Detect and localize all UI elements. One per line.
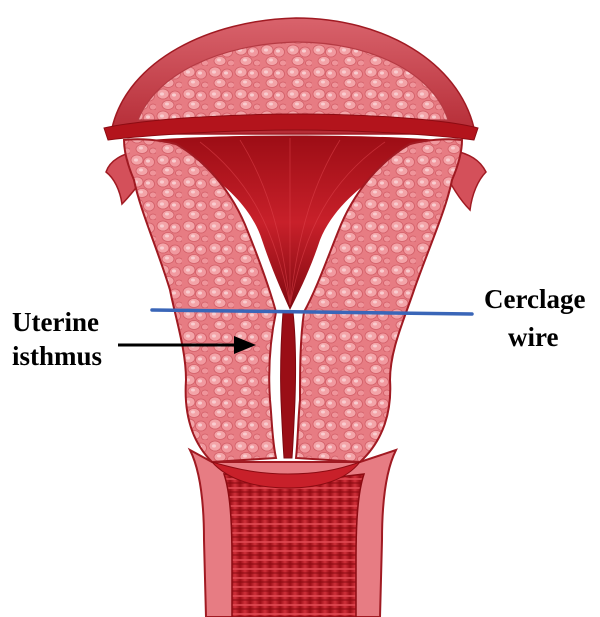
cerclage-label-line1: Cerclage [484,284,585,314]
cerclage-label-line2: wire [508,322,558,352]
isthmus-label-line2: isthmus [12,341,102,371]
uterine-fundus [104,18,478,140]
cervical-canal [281,312,296,458]
vaginal-canal [224,474,364,617]
isthmus-label-line1: Uterine [12,307,99,337]
vagina [190,450,396,617]
